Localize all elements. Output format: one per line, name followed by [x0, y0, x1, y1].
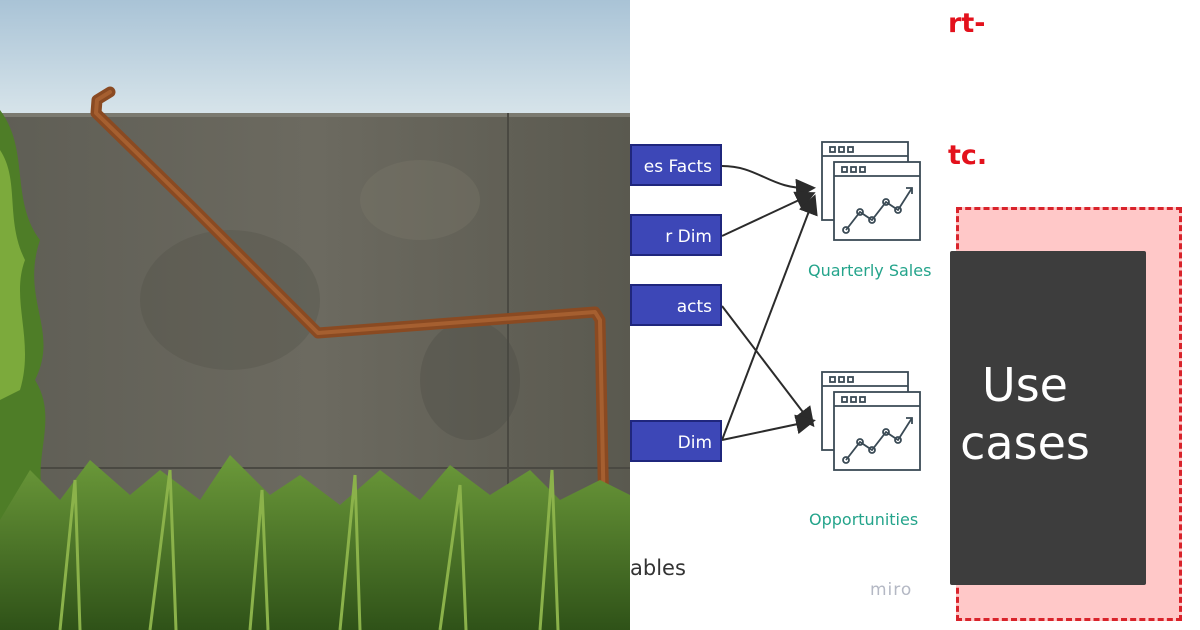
wall-pipe-photo — [0, 0, 630, 630]
arrow-4-to-quarterly-sales — [721, 194, 818, 441]
arrow-3-to-opportunities — [721, 305, 815, 428]
use-case-line-1: Use — [982, 358, 1068, 412]
report-label-opportunities: Opportunities — [809, 510, 919, 529]
tables-caption: ables — [630, 556, 686, 580]
arrow-4-to-opportunities — [721, 414, 816, 441]
diagram-arrows — [721, 141, 921, 471]
arrow-1-to-quarterly-sales — [721, 165, 816, 199]
red-heading-fragment: rt- — [948, 8, 986, 39]
table-node-label: Dim — [677, 433, 712, 453]
data-model-diagram: es Facts r Dim acts Dim Quarterly Sales … — [630, 0, 948, 630]
red-heading-fragment: tc. — [948, 140, 988, 171]
miro-watermark: miro — [870, 580, 913, 600]
table-node-label: es Facts — [643, 157, 712, 177]
table-node-label: acts — [676, 297, 712, 317]
use-case-box — [950, 251, 1146, 585]
table-node: es Facts — [630, 144, 722, 186]
table-node: Dim — [630, 420, 722, 462]
table-node-label: r Dim — [665, 227, 712, 247]
report-window-icon — [821, 371, 921, 471]
report-label-quarterly-sales: Quarterly Sales — [808, 261, 932, 280]
arrow-2-to-quarterly-sales — [721, 191, 816, 237]
report-window-icon — [821, 141, 921, 241]
wall-pipe-illustration — [0, 0, 630, 630]
table-node: r Dim — [630, 214, 722, 256]
table-node: acts — [630, 284, 722, 326]
use-case-label: Use cases — [950, 356, 1100, 472]
use-case-line-2: cases — [960, 416, 1090, 470]
